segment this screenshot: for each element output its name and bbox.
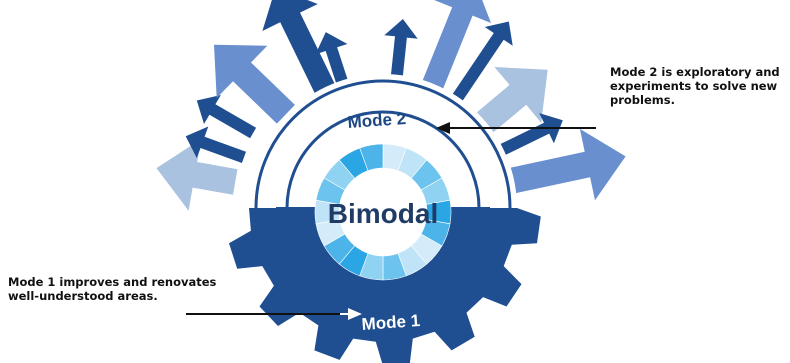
- segmented-ring: [314, 143, 452, 281]
- mode2-arrow: [262, 0, 336, 96]
- mode2-arrow: [196, 95, 257, 139]
- mode2-label: Mode 2: [347, 109, 407, 132]
- mode2-arrows: [156, 0, 626, 211]
- mode2-arrow: [492, 113, 563, 159]
- mode2-arrow: [470, 67, 548, 138]
- mode2-annotation-line: Mode 2 is exploratory and: [610, 65, 780, 79]
- center-label: Bimodal: [328, 198, 438, 229]
- mode2-arrow: [384, 19, 418, 82]
- mode2-annotation-line: problems.: [610, 93, 675, 107]
- mode2-arrow: [507, 128, 626, 201]
- mode2-annotation-line: experiments to solve new: [610, 79, 778, 93]
- mode2-annotation: Mode 2 is exploratory and experiments to…: [610, 65, 780, 107]
- mode2-arrow: [315, 32, 350, 89]
- mode1-annotation-line: well-understood areas.: [8, 289, 158, 303]
- mode2-arrow: [214, 44, 295, 124]
- mode1-gear: [229, 208, 541, 363]
- mode2-arrow: [450, 21, 513, 104]
- mode2-arrow: [156, 139, 238, 211]
- mode2-arrow: [185, 126, 246, 163]
- mode2-pointer-arrow: [436, 122, 596, 134]
- center-disc: [339, 168, 427, 256]
- mode1-annotation: Mode 1 improves and renovates well-under…: [8, 275, 216, 303]
- mode1-annotation-line: Mode 1 improves and renovates: [8, 275, 217, 289]
- mode1-label: Mode 1: [361, 311, 421, 334]
- mode2-ring-band: [249, 74, 517, 208]
- mode2-arrow: [421, 0, 491, 92]
- mode1-pointer-arrow: [186, 308, 362, 320]
